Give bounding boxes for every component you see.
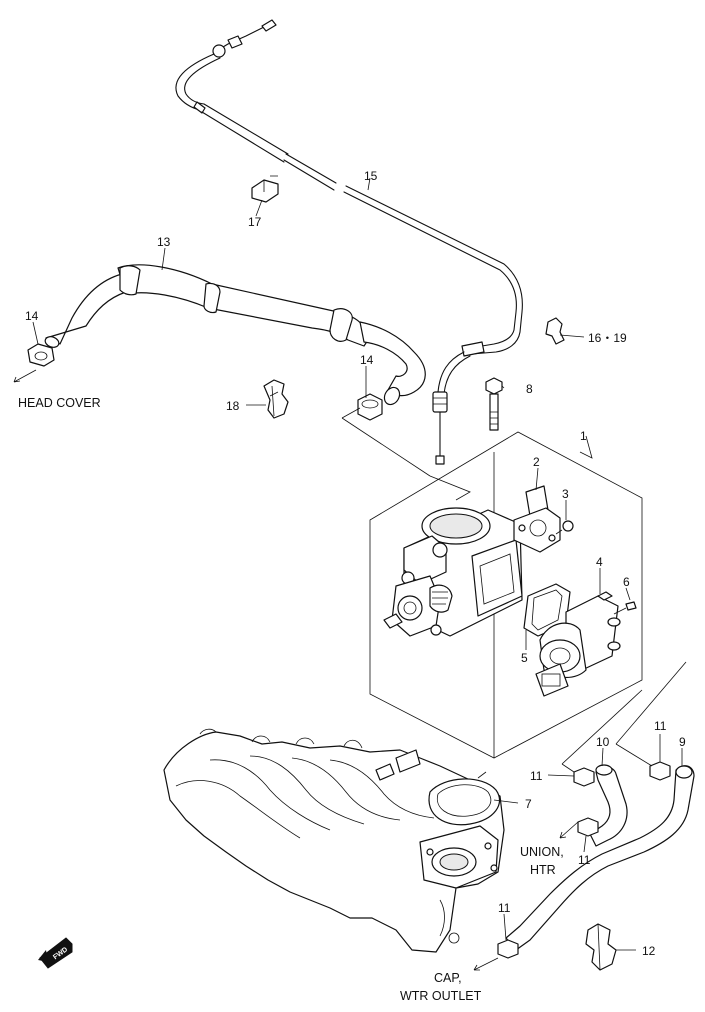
- callout-7: 7: [525, 797, 532, 811]
- clamp-14-left: [27, 343, 55, 367]
- callout-12: 12: [642, 944, 656, 958]
- callout-11-c: 11: [578, 853, 591, 867]
- clamp-11-c: [577, 817, 599, 837]
- intake-manifold: [163, 728, 505, 953]
- throttle-cable: [175, 19, 523, 465]
- cap-wtr-outlet-note-line2: WTR OUTLET: [400, 989, 482, 1003]
- callout-15: 15: [364, 169, 378, 183]
- leader-lines: [13, 177, 683, 971]
- callout-14-left: 14: [25, 309, 39, 323]
- callout-1: 1: [580, 429, 587, 443]
- throttle-position-sensor: [513, 485, 561, 553]
- hose-10: [589, 764, 628, 847]
- callout-11-d: 11: [498, 901, 511, 915]
- reference-lines: [561, 661, 687, 773]
- callout-11-b: 11: [654, 719, 667, 733]
- callout-8: 8: [526, 382, 533, 396]
- cap-wtr-outlet-note-line1: CAP,: [434, 971, 462, 985]
- hose-13: [44, 264, 426, 406]
- callout-4: 4: [596, 555, 603, 569]
- callout-16-19: 16・19: [588, 331, 627, 345]
- screw-3: [555, 520, 574, 535]
- union-htr-note-line1: UNION,: [520, 845, 564, 859]
- callout-6: 6: [623, 575, 630, 589]
- clamp-11-d: [497, 939, 519, 959]
- gasket-7: [428, 771, 501, 826]
- clamp-11-b: [649, 761, 671, 781]
- screw-6: [613, 601, 637, 615]
- callout-9: 9: [679, 735, 686, 749]
- throttle-body: [383, 507, 523, 637]
- idle-air-control-valve: [535, 591, 621, 697]
- union-htr-note-line2: HTR: [530, 863, 556, 877]
- clip-16-19: [545, 317, 565, 345]
- clamp-11-a: [573, 767, 595, 787]
- callout-13: 13: [157, 235, 171, 249]
- clip-18: [263, 379, 289, 419]
- callout-14-right: 14: [360, 353, 374, 367]
- callout-10: 10: [596, 735, 610, 749]
- callout-18: 18: [226, 399, 240, 413]
- fwd-direction-badge: FWD: [38, 937, 73, 969]
- hose-9: [505, 765, 695, 951]
- callout-17: 17: [248, 215, 262, 229]
- callout-11-a: 11: [530, 769, 543, 783]
- callout-3: 3: [562, 487, 569, 501]
- callout-2: 2: [533, 455, 540, 469]
- clip-17: [251, 175, 279, 203]
- clip-12: [585, 923, 617, 971]
- callout-5: 5: [521, 651, 528, 665]
- clamp-14-right: [357, 393, 383, 421]
- bolt-8: [485, 377, 503, 431]
- head-cover-note: HEAD COVER: [18, 396, 101, 410]
